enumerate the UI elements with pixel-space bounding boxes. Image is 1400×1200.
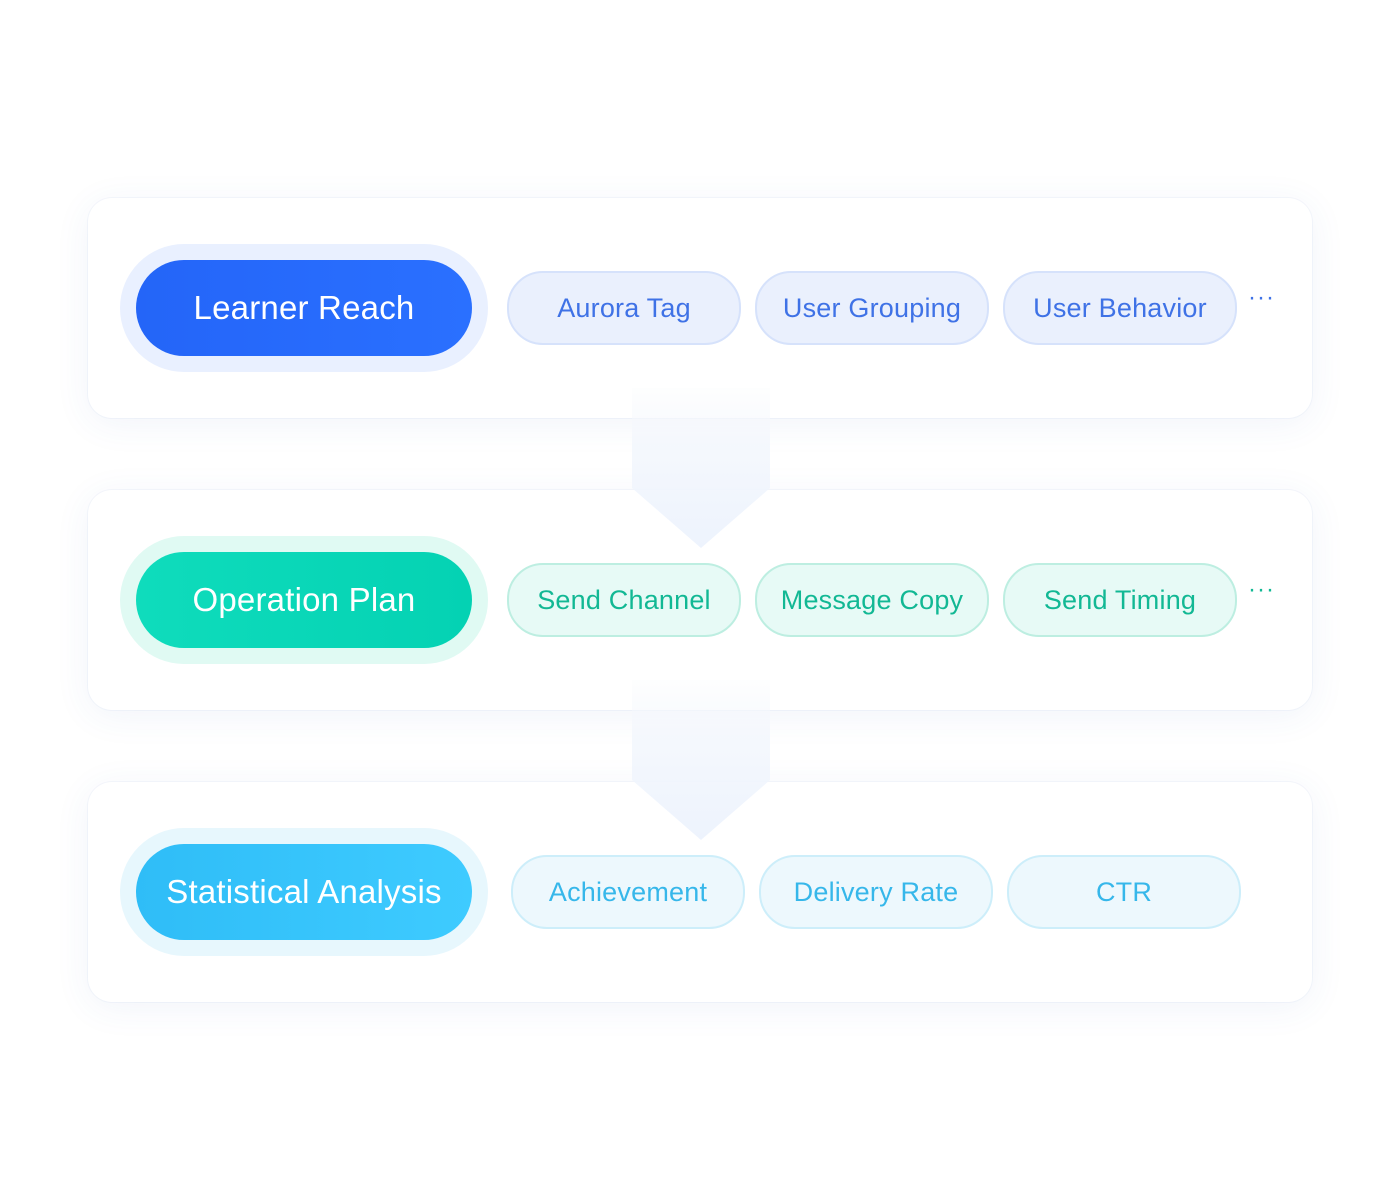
achievement-chip: Achievement: [511, 855, 745, 929]
operation-plan-label: Operation Plan: [136, 552, 472, 648]
learner-reach-halo: Learner Reach: [120, 244, 488, 372]
user-grouping-chip: User Grouping: [755, 271, 989, 345]
send-channel-chip: Send Channel: [507, 563, 741, 637]
user-behavior-chip: User Behavior: [1003, 271, 1237, 345]
more-ellipsis-icon: ···: [1248, 284, 1275, 311]
statistical-analysis-label: Statistical Analysis: [136, 844, 472, 940]
ctr-chip: CTR: [1007, 855, 1241, 929]
delivery-rate-chip: Delivery Rate: [759, 855, 993, 929]
more-ellipsis-icon: ···: [1248, 576, 1275, 603]
learner-reach-card: Learner Reach Aurora Tag User Grouping U…: [88, 198, 1312, 418]
operation-plan-halo: Operation Plan: [120, 536, 488, 664]
statistical-analysis-halo: Statistical Analysis: [120, 828, 488, 956]
statistical-analysis-card: Statistical Analysis Achievement Deliver…: [88, 782, 1312, 1002]
learner-reach-label: Learner Reach: [136, 260, 472, 356]
message-copy-chip: Message Copy: [755, 563, 989, 637]
operation-plan-card: Operation Plan Send Channel Message Copy…: [88, 490, 1312, 710]
send-timing-chip: Send Timing: [1003, 563, 1237, 637]
aurora-tag-chip: Aurora Tag: [507, 271, 741, 345]
